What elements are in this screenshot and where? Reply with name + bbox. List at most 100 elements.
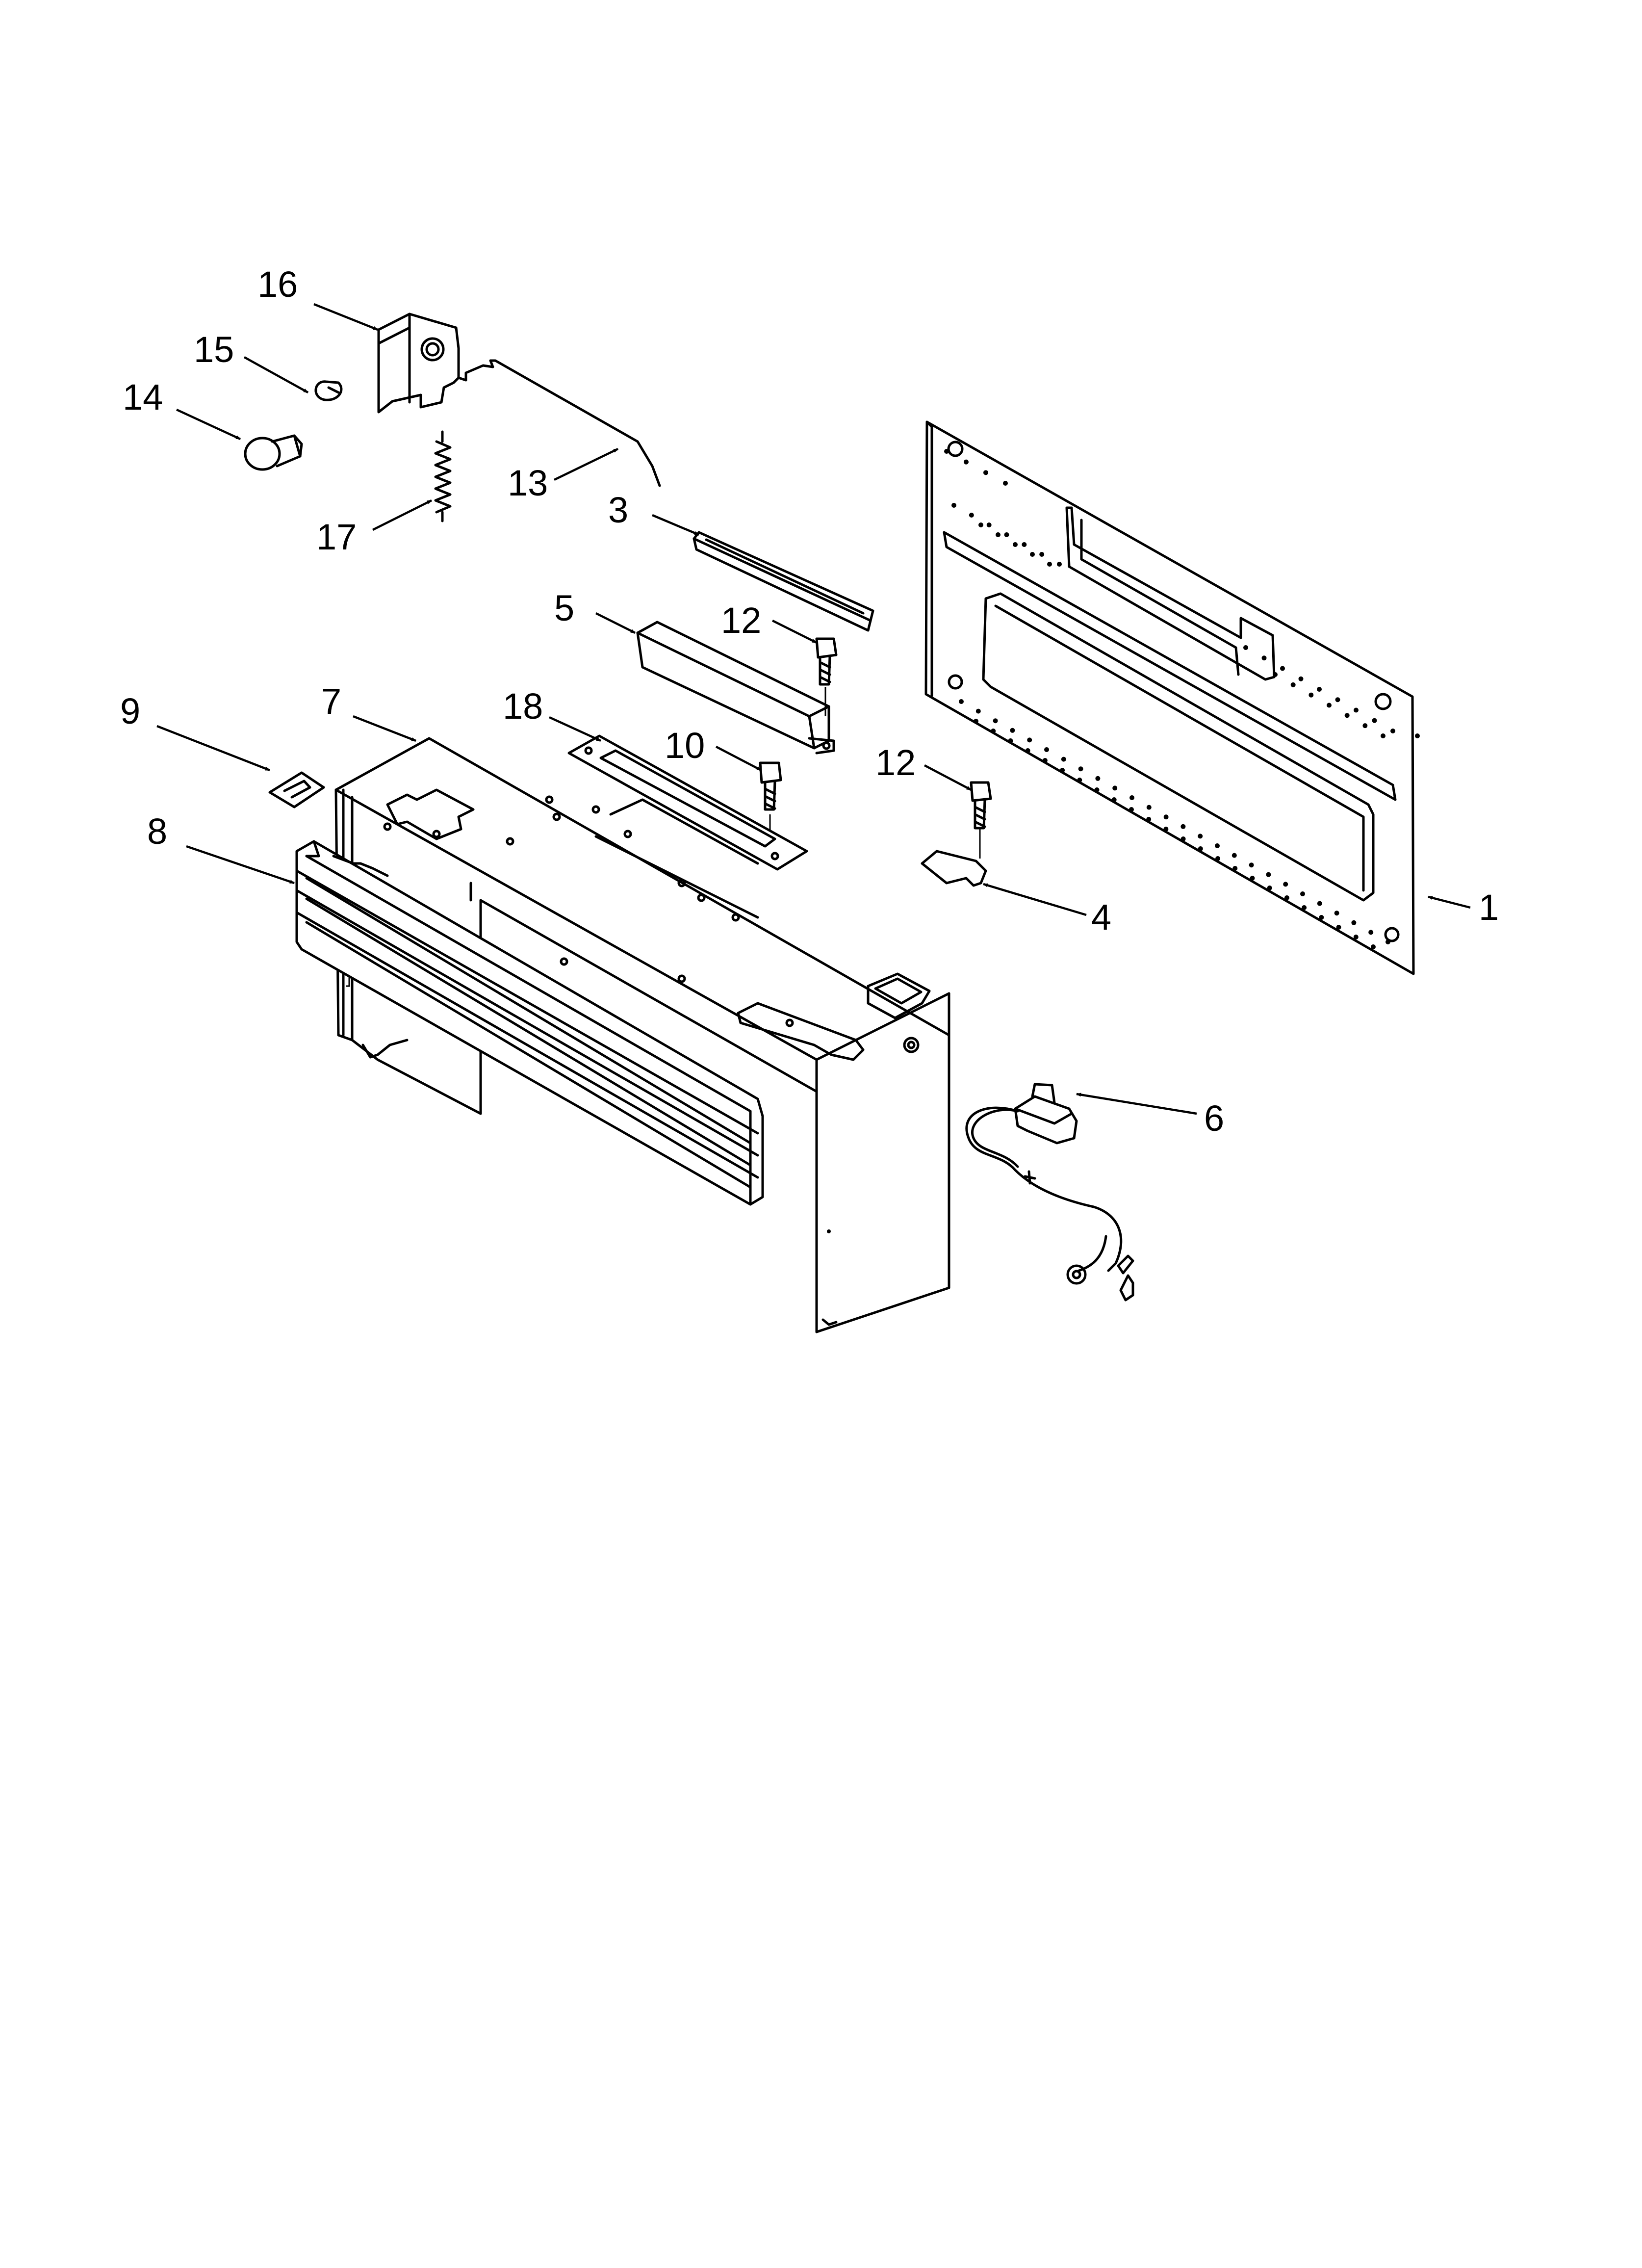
callout-14: 14 [123, 377, 163, 417]
vent-hole [1232, 853, 1237, 858]
mounting-hole [383, 822, 392, 831]
vent-hole [1317, 687, 1322, 692]
vent-hole [1180, 824, 1186, 829]
vent-hole [969, 513, 974, 518]
vent-hole [1267, 886, 1272, 890]
vent-hole [1250, 876, 1255, 881]
part-7-cabinet [334, 737, 950, 1333]
vent-hole [986, 522, 992, 527]
vent-hole [1030, 552, 1035, 557]
vent-hole [1415, 733, 1420, 738]
leader-6 [1076, 1093, 1197, 1115]
leader-15 [243, 356, 309, 393]
callout-9: 9 [120, 691, 140, 731]
vent-hole [1010, 728, 1015, 733]
vent-hole [1302, 905, 1307, 910]
vent-hole [978, 522, 983, 527]
vent-hole [1013, 542, 1018, 547]
vent-hole [1335, 697, 1340, 703]
mounting-hole [677, 879, 686, 887]
leader-12a [771, 619, 818, 644]
mounting-hole [432, 830, 441, 838]
part-8-grille [295, 840, 764, 1206]
leader-1 [1428, 895, 1471, 909]
callout-15: 15 [194, 329, 234, 370]
leader-16 [313, 303, 378, 331]
vent-hole [1298, 676, 1304, 681]
vent-hole [975, 708, 981, 714]
vent-hole [1111, 797, 1117, 802]
mounting-hole [785, 1018, 794, 1027]
callout-labels: 1 3 4 5 6 7 8 9 10 12 12 13 14 15 16 17 … [120, 264, 1499, 1139]
callout-12-lower: 12 [875, 742, 916, 783]
part-9-shim [268, 771, 325, 808]
vent-hole [1371, 944, 1376, 949]
callout-13: 13 [508, 463, 548, 503]
callout-6: 6 [1204, 1098, 1224, 1139]
vent-hole [1004, 532, 1009, 537]
callout-8: 8 [147, 811, 167, 852]
part-1-back-panel [924, 420, 1415, 975]
vent-hole [1095, 776, 1101, 781]
vent-hole [1336, 925, 1341, 930]
vent-hole [1327, 703, 1332, 708]
part-16-latch-bracket [377, 313, 460, 414]
vent-hole [1146, 805, 1152, 810]
leader-7 [353, 715, 416, 742]
mounting-hole [506, 837, 514, 846]
leader-9 [156, 725, 270, 772]
vent-hole [1390, 729, 1395, 733]
vent-hole [1334, 911, 1339, 916]
mounting-hole [623, 830, 632, 838]
vent-hole [1319, 915, 1324, 920]
vent-hole [1317, 901, 1322, 906]
vent-hole [1022, 542, 1027, 547]
callout-10: 10 [665, 725, 705, 766]
vent-hole [1351, 920, 1357, 925]
vent-hole [1249, 862, 1254, 868]
leader-12b [924, 764, 972, 791]
vent-hole [1232, 866, 1238, 871]
mounting-hole [697, 893, 706, 902]
leader-10 [715, 746, 762, 771]
vent-hole [944, 449, 949, 454]
mounting-hole [677, 974, 686, 983]
callout-18: 18 [503, 686, 543, 727]
part-7-mounting-holes [383, 795, 794, 1027]
vent-hole [1060, 768, 1065, 773]
vent-hole [1215, 856, 1221, 861]
vent-hole [1243, 645, 1248, 650]
mounting-hole [545, 795, 554, 804]
callout-7: 7 [321, 681, 341, 722]
part-5-channel [636, 621, 835, 755]
part-18-gasket [567, 734, 808, 871]
vent-hole [1027, 737, 1032, 743]
vent-hole [1283, 882, 1288, 887]
callout-12-upper: 12 [721, 600, 761, 641]
vent-hole [1266, 872, 1271, 877]
vent-hole [1042, 758, 1048, 763]
callout-3: 3 [608, 490, 628, 530]
vent-hole [1094, 787, 1100, 792]
vent-hole [996, 532, 1001, 537]
vent-hole [1078, 766, 1083, 772]
vent-hole [951, 503, 956, 508]
vent-hole [1003, 481, 1008, 486]
vent-hole [991, 729, 996, 733]
leader-8 [186, 845, 295, 885]
part-12-screw-upper [815, 637, 838, 716]
leader-5 [595, 612, 636, 634]
vent-hole [1146, 817, 1152, 822]
vent-hole [1039, 552, 1045, 557]
vent-hole [1372, 718, 1377, 723]
vent-hole [1198, 846, 1203, 851]
leader-14 [176, 408, 241, 441]
vent-hole [1198, 834, 1203, 839]
vent-hole [1308, 692, 1314, 698]
vent-hole [964, 459, 969, 465]
callout-1: 1 [1479, 887, 1499, 928]
callout-17: 17 [316, 517, 357, 557]
part-15-retaining-clip [314, 380, 343, 401]
mounting-hole [560, 957, 568, 966]
